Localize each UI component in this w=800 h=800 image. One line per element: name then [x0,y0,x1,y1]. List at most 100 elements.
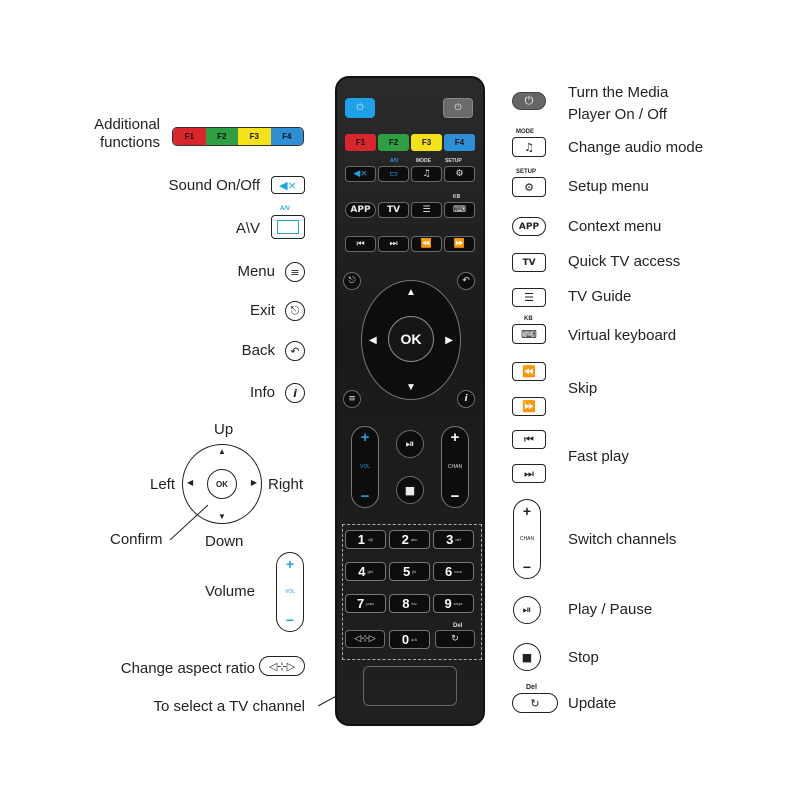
remote-rewind-button[interactable]: ⏪ [411,236,442,252]
remote-aspect-button[interactable]: ◁⊹▷ [345,630,385,648]
play-pause-icon: ⏯ [513,596,541,624]
remote-f3-button[interactable]: F3 [411,134,442,151]
remote-down-arrow-icon[interactable]: ▼ [406,382,416,393]
remote-ok-button[interactable]: OK [388,316,434,362]
label-info: Info [249,384,275,401]
key-digit: 3 [446,532,454,547]
remote-menu-button[interactable]: ≡ [343,390,361,408]
remote-numpad-area [342,524,482,660]
f4-key: F4 [270,128,303,145]
remote-av-button[interactable]: ▭ [378,166,409,182]
remote-del-tag: Del [453,623,463,629]
remote-stop-button[interactable]: ■ [396,476,424,504]
refresh-icon: ↻ [512,693,558,713]
label-quick-tv: Quick TV access [568,253,681,270]
key-letters: jkl [412,569,416,574]
f2-key: F2 [205,128,238,145]
dpad-right-arrow-icon: ▶ [250,478,257,487]
channel-minus-icon: − [522,559,532,575]
remote-tv-button[interactable]: TV [378,202,409,218]
power-icon: ⏻ [512,92,546,110]
remote-volume-minus[interactable]: − [360,488,370,505]
label-audio-mode: Change audio mode [568,139,704,156]
remote-f1-button[interactable]: F1 [345,134,376,151]
remote-mode-button[interactable]: ♫ [411,166,442,182]
label-update: Update [568,695,617,712]
key-digit: 8 [402,596,410,611]
key-digit: 5 [402,564,411,579]
power-button-grey[interactable]: ⏻ [443,98,473,118]
dpad-ok-button: OK [207,469,237,499]
back-arrow-icon: ↶ [285,341,305,361]
av-icon [271,215,305,239]
remote-keyboard-button[interactable]: ⌨ [444,202,475,218]
remote-f2-button[interactable]: F2 [378,134,409,151]
label-setup: Setup menu [568,178,649,195]
label-sound: Sound On/Off [168,177,260,194]
label-exit: Exit [249,302,275,319]
fast-forward-icon: ⏩ [512,397,546,416]
remote-forward-button[interactable]: ⏩ [444,236,475,252]
volume-rocker: + VOL − [276,552,304,632]
remote-key-1[interactable]: 1./@ [345,530,386,549]
key-digit: 1 [357,532,365,547]
remote-setup-tag: SETUP [445,158,462,164]
remote-next-button[interactable]: ⏭ [378,236,409,252]
remote-app-button[interactable]: APP [345,202,376,218]
remote-right-arrow-icon[interactable]: ▶ [445,335,453,346]
remote-channel-plus[interactable]: + [450,429,460,446]
label-aspect: Change aspect ratio [120,660,255,677]
label-av: A\V [235,220,260,237]
rewind-icon: ⏪ [512,362,546,381]
label-stop: Stop [568,649,599,666]
dpad-up-arrow-icon: ▲ [218,447,226,456]
remote-f4-button[interactable]: F4 [444,134,475,151]
label-context: Context menu [568,218,662,235]
label-play-pause: Play / Pause [568,601,653,618]
remote-setup-button[interactable]: ⚙ [444,166,475,182]
remote-volume-tag: VOL [359,464,370,470]
remote-channel-rocker[interactable]: + CHAN − [441,426,469,508]
label-left: Left [150,476,176,493]
remote-play-pause-button[interactable]: ⏯ [396,430,424,458]
key-digit: 9 [444,596,452,611]
exit-icon: ⎋ [285,301,305,321]
key-letters: abc [410,537,418,542]
remote-refresh-button[interactable]: ↻ [435,630,475,648]
remote-left-arrow-icon[interactable]: ◀ [369,335,377,346]
remote-volume-plus[interactable]: + [360,429,370,446]
label-volume: Volume [204,583,255,600]
remote-av-tag: A/V [390,158,399,164]
remote-back-button[interactable]: ↶ [457,272,475,290]
remote-guide-button[interactable]: ☰ [411,202,442,218]
label-fast-play: Fast play [568,448,629,465]
label-switch-channels: Switch channels [568,531,677,548]
remote-exit-button[interactable]: ⎋ [343,272,361,290]
dpad-diagram: ▲ ▼ ◀ ▶ OK [182,444,262,524]
remote-volume-rocker[interactable]: + VOL − [351,426,379,508]
remote-channel-minus[interactable]: − [450,488,460,505]
key-digit: 6 [444,564,453,579]
av-tag: A/V [280,206,291,212]
dpad-left-arrow-icon: ◀ [187,478,194,487]
remote-info-button[interactable]: i [457,390,475,408]
remote-bottom-panel [363,666,457,706]
remote-prev-button[interactable]: ⏮ [345,236,376,252]
remote-dpad[interactable]: ▲ ▼ ◀ ▶ OK [361,280,461,400]
remote-mute-button[interactable]: ◀× [345,166,376,182]
key-letters: ghi [367,569,373,574]
volume-minus-icon: − [285,612,295,628]
remote-up-arrow-icon[interactable]: ▲ [406,287,416,298]
remote-kb-tag: KB [453,194,461,200]
power-button-blue[interactable]: ⏻ [345,98,375,118]
info-icon: i [285,383,305,403]
